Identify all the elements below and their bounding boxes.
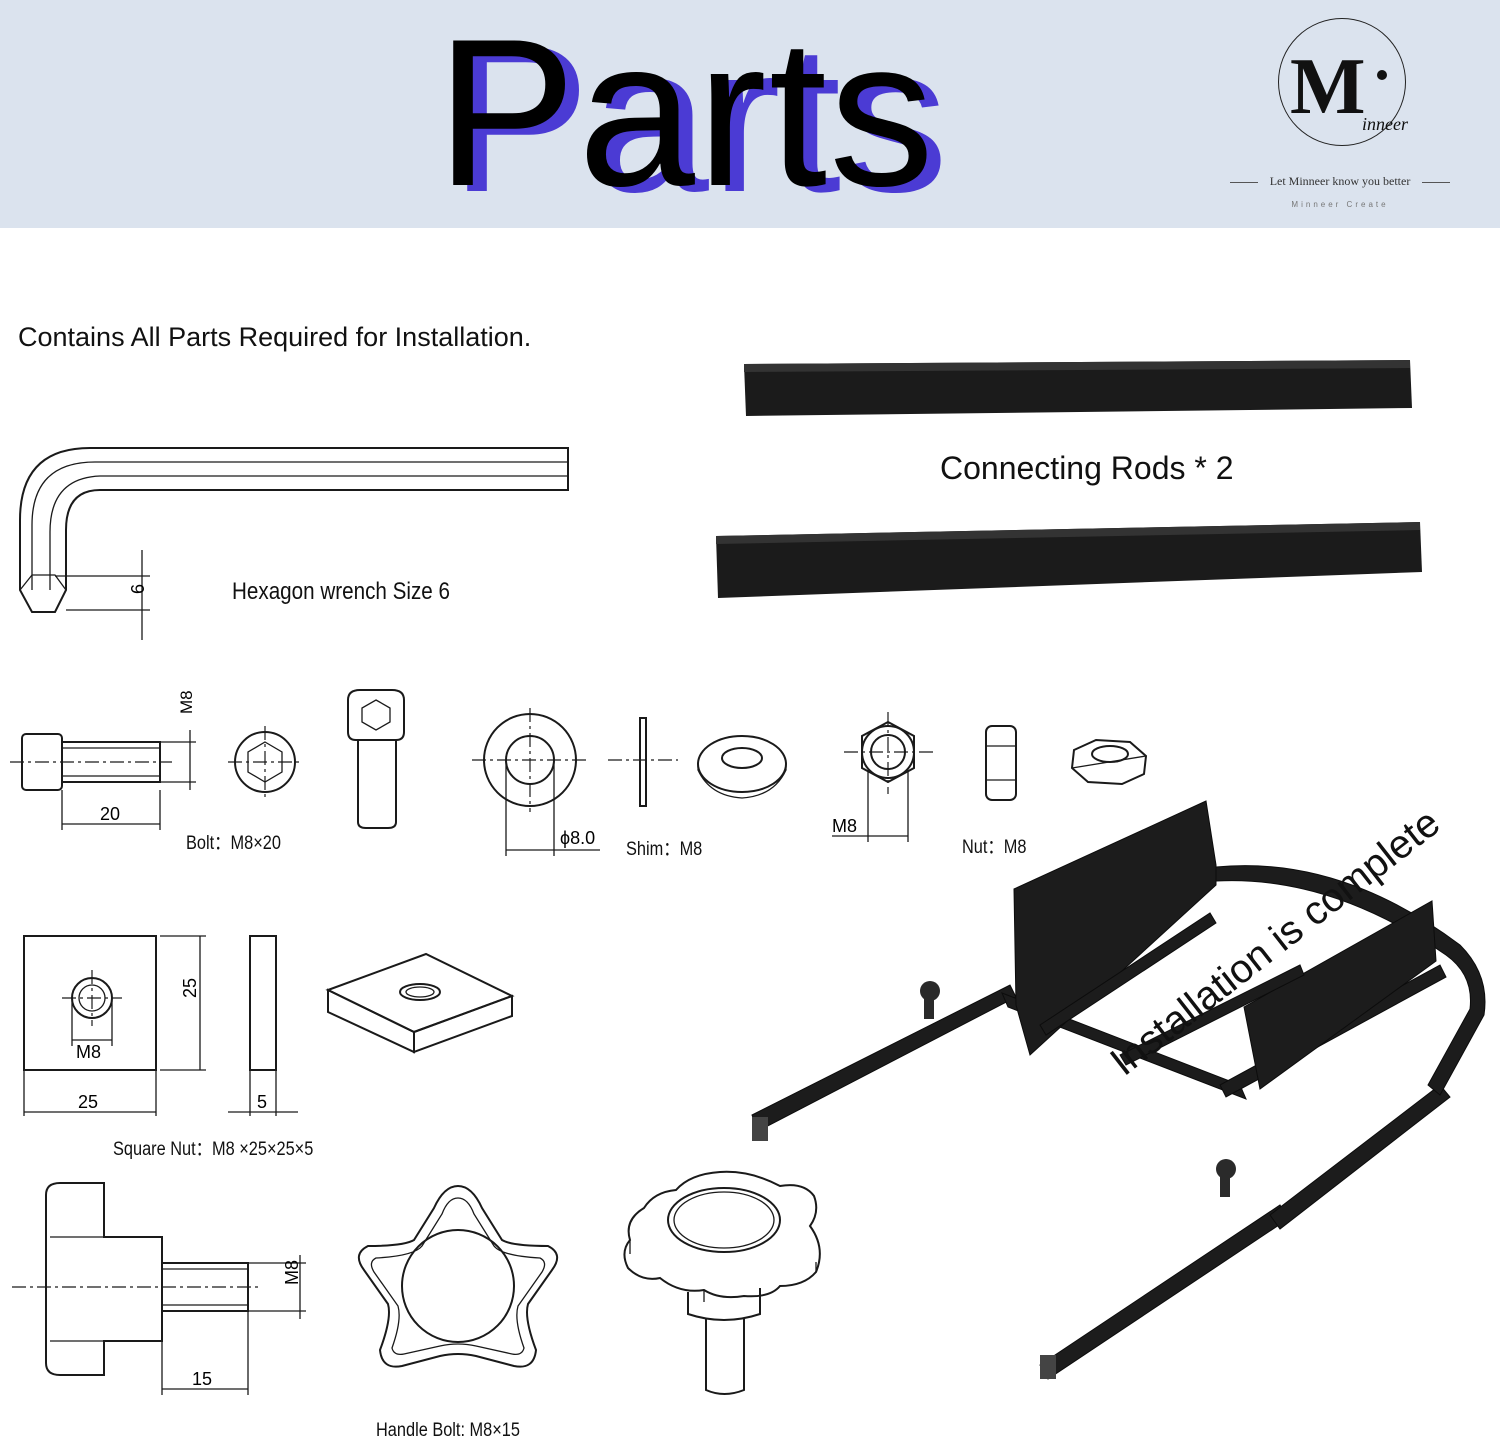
star-knob-drawing	[357, 1184, 559, 1368]
logo-circle	[1278, 18, 1406, 146]
wrench-dim-6: 6	[128, 584, 148, 594]
shim-label: Shim：M8	[626, 839, 703, 860]
header-banner: Parts Parts M inneer Let Minneer know yo…	[0, 0, 1500, 228]
square-nut-dim-m8: M8	[76, 1042, 101, 1062]
brand-logo: M inneer Let Minneer know you better Min…	[1210, 14, 1470, 214]
nut-dim-m8: M8	[832, 816, 857, 836]
logo-mark: M	[1290, 43, 1366, 131]
logo-dot	[1377, 70, 1387, 80]
logo-slogan: Let Minneer know you better	[1210, 174, 1470, 189]
bolt-label: Bolt：M8×20	[186, 833, 281, 854]
connecting-rod-2	[716, 522, 1422, 598]
bolt-dim-20: 20	[100, 804, 120, 824]
bolt-3d-drawing	[347, 689, 405, 829]
hex-wrench-drawing: 6	[19, 447, 569, 640]
logo-wordmark: inneer	[1362, 114, 1408, 134]
square-nut-label: Square Nut：M8 ×25×25×5	[113, 1139, 314, 1160]
shim-drawing: ϕ8.0	[472, 708, 787, 856]
rods-label: Connecting Rods * 2	[940, 450, 1234, 486]
shim-dim-hole: ϕ8.0	[560, 828, 595, 848]
wrench-label: Hexagon wrench Size 6	[232, 578, 450, 605]
intro-text: Contains All Parts Required for Installa…	[18, 322, 532, 352]
square-nut-dim-h: 25	[180, 978, 200, 998]
page-title-shadow: Parts	[450, 1, 951, 236]
logo-tagline: Minneer Create	[1291, 200, 1389, 209]
square-nut-3d-drawing	[325, 952, 515, 1054]
bolt-drawing: 20 M8	[10, 690, 302, 830]
handle-bolt-drawing: M8 15	[12, 1182, 306, 1395]
square-nut-drawing: M8 25 25 5	[23, 935, 298, 1116]
page-title-text: Parts	[436, 0, 937, 230]
square-nut-dim-t: 5	[257, 1092, 267, 1112]
assembled-frame-photo	[751, 800, 1486, 1380]
star-knob-3d-drawing	[623, 1170, 821, 1395]
bolt-dim-m8: M8	[177, 690, 196, 714]
page-title: Parts Parts	[430, 0, 1070, 228]
handle-bolt-dim-15: 15	[192, 1369, 212, 1389]
square-nut-dim-w: 25	[78, 1092, 98, 1112]
nut-drawing: M8	[832, 712, 1148, 842]
connecting-rod-1	[744, 360, 1412, 416]
handle-bolt-label: Handle Bolt: M8×15	[376, 1420, 520, 1441]
nut-label: Nut：M8	[962, 837, 1027, 858]
handle-bolt-dim-m8: M8	[282, 1260, 302, 1285]
